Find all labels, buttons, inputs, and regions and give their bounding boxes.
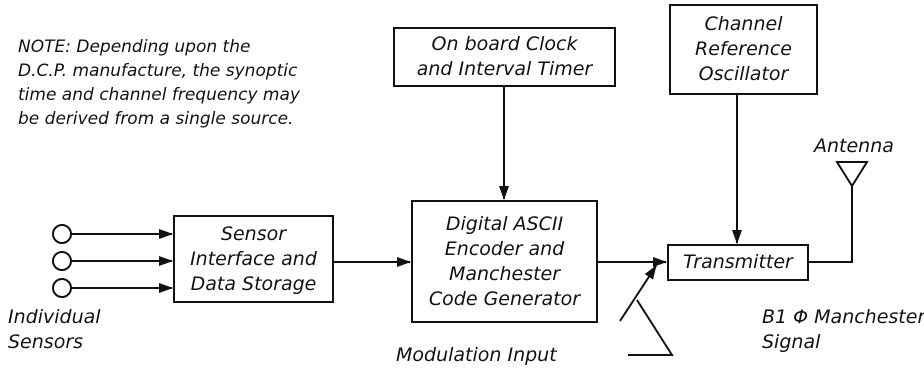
sensor-interface-block: Sensor Interface and Data Storage: [173, 215, 334, 303]
antenna-label: Antenna: [814, 135, 894, 157]
modulation-input-arrow: [619, 265, 657, 322]
individual-sensors-label-2: Sensors: [8, 331, 84, 353]
antenna-symbol: [835, 161, 869, 188]
encoder-line-4: Code Generator: [428, 287, 581, 310]
signal-label-2: Signal: [762, 331, 821, 353]
modulation-input-leader: [628, 299, 674, 356]
sensor-interface-line-1: Sensor: [220, 222, 287, 245]
signal-label-1: B1 Φ Manchester: [762, 306, 924, 328]
oscillator-block-line-2: Reference: [695, 38, 792, 60]
sensor-interface-line-2: Interface and: [190, 247, 317, 270]
modulation-input-label: Modulation Input: [396, 344, 557, 366]
encoder-line-3: Manchester: [448, 262, 561, 285]
transmitter-block: Transmitter: [667, 244, 809, 281]
encoder-block: Digital ASCII Encoder and Manchester Cod…: [411, 200, 598, 323]
oscillator-block-line-1: Channel: [704, 13, 783, 35]
encoder-line-1: Digital ASCII: [445, 212, 564, 235]
note-line-4: be derived from a single source.: [18, 109, 294, 129]
transmitter-to-antenna-line: [808, 186, 853, 263]
transmitter-label: Transmitter: [683, 251, 793, 273]
sensor-circle-2: [52, 251, 72, 271]
note-line-2: D.C.P. manufacture, the synoptic: [18, 61, 298, 81]
sensor-interface-line-3: Data Storage: [190, 272, 317, 295]
clock-block-line-1: On board Clock: [431, 33, 578, 55]
note-line-3: time and channel frequency may: [18, 85, 300, 105]
sensor-circle-3: [52, 278, 72, 298]
clock-block-line-2: and Interval Timer: [416, 58, 593, 80]
note-line-1: NOTE: Depending upon the: [18, 37, 251, 57]
sensor-circle-1: [52, 224, 72, 244]
oscillator-block-line-3: Oscillator: [698, 63, 789, 85]
clock-block: On board Clock and Interval Timer: [393, 27, 616, 87]
oscillator-block: Channel Reference Oscillator: [669, 4, 818, 95]
encoder-line-2: Encoder and: [444, 237, 565, 260]
individual-sensors-label-1: Individual: [8, 306, 101, 328]
